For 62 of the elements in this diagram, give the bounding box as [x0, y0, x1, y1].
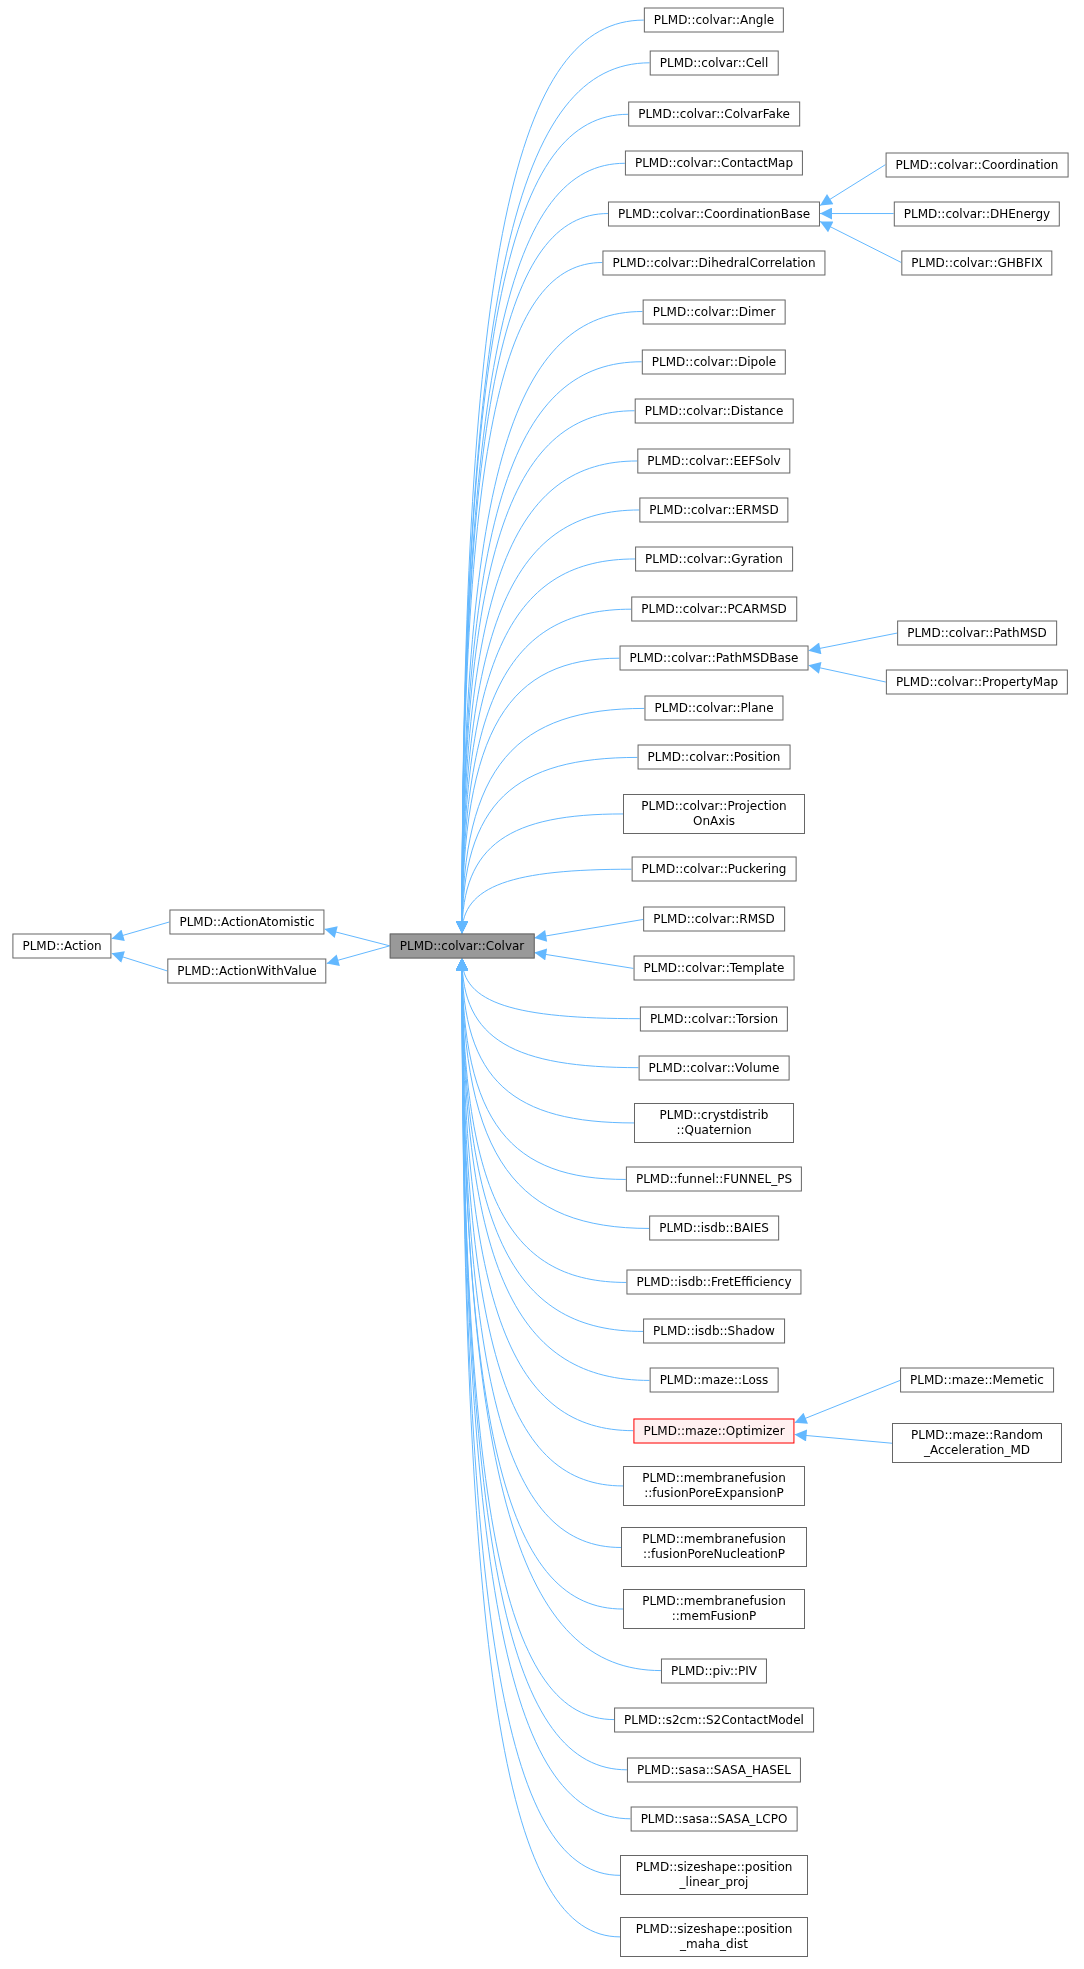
class-box: PLMD::colvar::Cell [649, 50, 779, 76]
class-box: PLMD::colvar::PCARMSD [631, 596, 797, 622]
class-box: PLMD::colvar::Position [637, 744, 791, 770]
class-box: PLMD::colvar::Colvar [389, 933, 535, 959]
class-box: PLMD::sizeshape::position _maha_dist [620, 1916, 808, 1957]
class-box: PLMD::colvar::Gyration [635, 546, 793, 572]
class-box: PLMD::colvar::Torsion [639, 1006, 789, 1032]
class-box: PLMD::colvar::ContactMap [624, 150, 804, 176]
inheritance-arrow [819, 207, 895, 220]
class-box: PLMD::sizeshape::position _linear_proj [620, 1855, 808, 1896]
class-box: PLMD::maze::Optimizer [633, 1418, 795, 1444]
class-box: PLMD::colvar::Dipole [641, 349, 787, 375]
class-box: PLMD::colvar::CoordinationBase [608, 201, 820, 227]
class-box: PLMD::Action [12, 933, 112, 959]
class-box: PLMD::membranefusion ::fusionPoreExpansionP [623, 1465, 805, 1506]
class-box: PLMD::maze::Random _Acceleration_MD [892, 1423, 1062, 1464]
class-box: PLMD::colvar::GHBFIX [901, 250, 1053, 275]
class-box: PLMD::colvar::Dimer [642, 299, 786, 324]
class-box: PLMD::colvar::PathMSD [897, 620, 1057, 646]
class-box: PLMD::sasa::SASA_LCPO [630, 1806, 798, 1832]
inheritance-arrow [807, 662, 887, 683]
class-box: PLMD::colvar::Volume [638, 1055, 790, 1081]
class-box: PLMD::colvar::Plane [644, 695, 784, 721]
class-box: PLMD::isdb::FretEfficiency [626, 1269, 802, 1295]
class-box: PLMD::colvar::ColvarFake [628, 101, 800, 127]
inheritance-arrow [326, 945, 391, 966]
class-box: PLMD::maze::Memetic [900, 1367, 1054, 1393]
class-box: PLMD::funnel::FUNNEL_PS [625, 1166, 803, 1192]
class-box: PLMD::colvar::RMSD [643, 906, 785, 932]
class-box: PLMD::isdb::Shadow [643, 1318, 785, 1344]
class-box: PLMD::maze::Loss [649, 1367, 779, 1393]
class-box: PLMD::crystdistrib ::Quaternion [634, 1102, 794, 1143]
inheritance-arrow [111, 951, 168, 972]
class-box: PLMD::ActionWithValue [167, 958, 327, 984]
class-box: PLMD::isdb::BAIES [649, 1215, 779, 1241]
inheritance-arrow [794, 1379, 901, 1424]
class-box: PLMD::sasa::SASA_HASEL [626, 1757, 802, 1783]
class-box: PLMD::colvar::Coordination [885, 152, 1069, 178]
class-box: PLMD::colvar::PathMSDBase [619, 645, 809, 671]
class-box: PLMD::piv::PIV [660, 1658, 768, 1684]
inheritance-arrow [807, 632, 898, 655]
class-box: PLMD::ActionAtomistic [169, 909, 325, 935]
class-box: PLMD::colvar::Projection OnAxis [623, 793, 805, 834]
class-box: PLMD::colvar::DHEnergy [893, 201, 1061, 227]
inheritance-arrow [111, 921, 170, 942]
inheritance-arrow [819, 221, 902, 263]
inheritance-arrow [819, 164, 887, 207]
class-box: PLMD::colvar::Distance [634, 398, 794, 424]
class-box: PLMD::colvar::Angle [643, 7, 785, 33]
inheritance-arrow [324, 926, 391, 947]
class-box: PLMD::colvar::Puckering [631, 856, 797, 882]
class-box: PLMD::membranefusion ::memFusionP [623, 1589, 805, 1630]
class-box: PLMD::colvar::PropertyMap [885, 669, 1069, 695]
class-box: PLMD::s2cm::S2ContactModel [614, 1707, 814, 1733]
class-box: PLMD::colvar::DihedralCorrelation [602, 250, 826, 275]
class-box: PLMD::colvar::Template [633, 955, 795, 981]
class-box: PLMD::colvar::EEFSolv [637, 448, 791, 474]
class-box: PLMD::colvar::ERMSD [639, 497, 789, 523]
inheritance-arrow [533, 948, 635, 969]
inheritance-arrow [794, 1429, 893, 1444]
class-box: PLMD::membranefusion ::fusionPoreNucleationP [621, 1527, 807, 1568]
inheritance-arrow [533, 918, 644, 942]
